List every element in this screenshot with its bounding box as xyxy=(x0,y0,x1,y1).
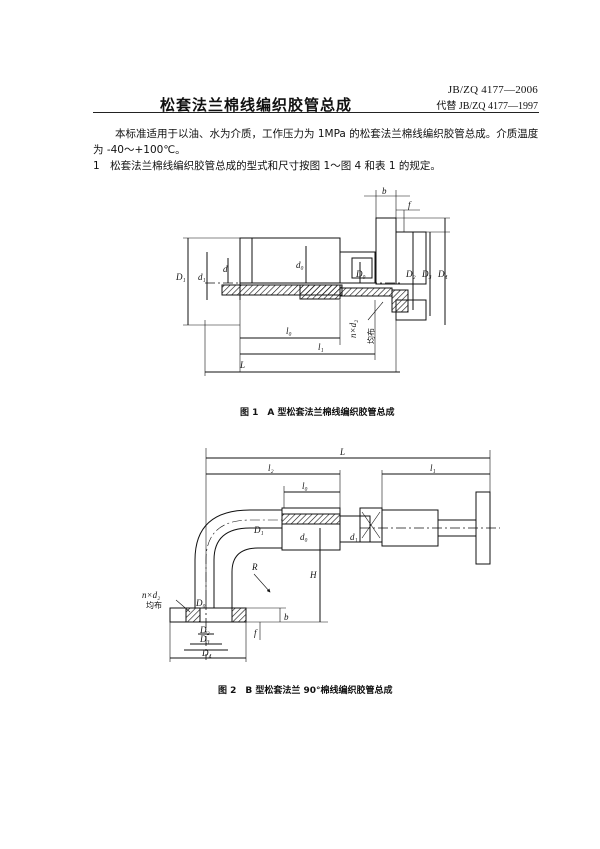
svg-text:n×d₂: n×d₂ xyxy=(142,590,160,600)
svg-text:l₁: l₁ xyxy=(430,463,436,473)
svg-text:d₀: d₀ xyxy=(296,260,304,270)
svg-text:H: H xyxy=(309,570,317,580)
figure1-caption: 图 1 A 型松套法兰棉线编织胶管总成 xyxy=(240,408,395,418)
replaced-standard: 代替 JB/ZQ 4177—1997 xyxy=(436,101,538,112)
svg-text:D₂: D₂ xyxy=(405,269,416,279)
svg-text:D₃: D₃ xyxy=(199,634,210,644)
svg-text:n×d₂: n×d₂ xyxy=(348,320,358,338)
svg-text:l₂: l₂ xyxy=(268,463,274,473)
svg-text:l₁: l₁ xyxy=(318,342,324,352)
svg-text:D₀: D₀ xyxy=(355,269,366,279)
figure2-labels: L l₂ l₀ l₁ D₁ d₀ d₁ R H b f D₀ D₂ D₃ D₄ … xyxy=(142,447,436,658)
svg-text:f: f xyxy=(408,200,412,210)
svg-text:L: L xyxy=(339,447,345,457)
svg-text:均布: 均布 xyxy=(146,600,162,610)
svg-text:D₁: D₁ xyxy=(175,272,186,282)
svg-text:D₄: D₄ xyxy=(201,648,212,658)
fig1-flange xyxy=(375,217,397,285)
clause-1: 1 松套法兰棉线编织胶管总成的型式和尺寸按图 1～图 4 和表 1 的规定。 xyxy=(93,160,441,172)
svg-text:D₁: D₁ xyxy=(253,525,264,535)
figure1-drawing xyxy=(183,190,450,376)
figure2-drawing xyxy=(169,448,500,662)
svg-text:d₀: d₀ xyxy=(300,532,308,542)
fig1-hose-body xyxy=(239,237,341,284)
svg-text:D₀: D₀ xyxy=(195,598,206,608)
document-title: 松套法兰棉线编织胶管总成 xyxy=(160,96,353,114)
svg-text:L: L xyxy=(239,360,245,370)
svg-text:D₂: D₂ xyxy=(199,625,210,635)
svg-text:d₁: d₁ xyxy=(198,272,206,282)
svg-text:b: b xyxy=(284,612,289,622)
svg-text:l₀: l₀ xyxy=(286,326,292,336)
figure1-labels: D₁ d₁ d d₀ D₀ D₂ D₃ D₄ b f l₀ l₁ L n×d₂ … xyxy=(175,186,448,370)
svg-text:D₃: D₃ xyxy=(421,269,432,279)
svg-text:d: d xyxy=(223,264,228,274)
intro-paragraph: 本标准适用于以油、水为介质，工作压力为 1MPa 的松套法兰棉线编织胶管总成。介… xyxy=(93,128,539,156)
fig2-hose-bend-outer xyxy=(194,509,282,608)
svg-text:d₁: d₁ xyxy=(350,532,358,542)
svg-text:D₄: D₄ xyxy=(437,269,448,279)
standard-number: JB/ZQ 4177—2006 xyxy=(447,84,538,96)
svg-text:b: b xyxy=(382,186,387,196)
figure2-caption: 图 2 B 型松套法兰 90°棉线编织胶管总成 xyxy=(218,686,393,696)
fig2-braid-section xyxy=(281,513,341,525)
svg-text:f: f xyxy=(254,628,258,638)
header-rule xyxy=(93,112,539,113)
svg-text:R: R xyxy=(251,562,258,572)
svg-text:均布: 均布 xyxy=(366,328,376,344)
svg-text:l₀: l₀ xyxy=(302,481,308,491)
